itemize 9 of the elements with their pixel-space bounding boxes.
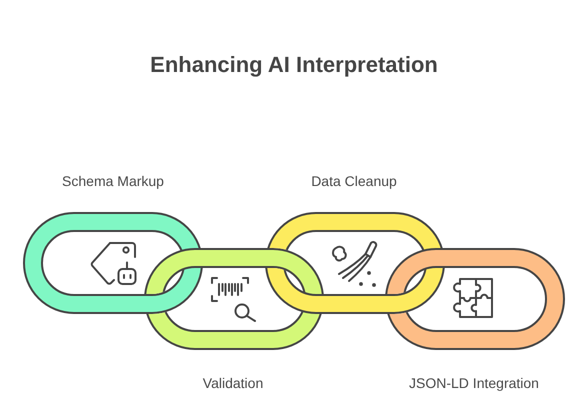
- title: Enhancing AI Interpretation: [150, 51, 438, 79]
- chain-link: [385, 248, 565, 350]
- step-label: Schema Markup: [62, 172, 164, 190]
- step-label: Validation: [202, 374, 264, 392]
- chain-link: [23, 212, 203, 314]
- chain-link: [144, 248, 324, 350]
- step-label: JSON-LD Integration: [409, 374, 539, 392]
- step-label: Data Cleanup: [311, 172, 397, 190]
- chain-link: [265, 212, 445, 314]
